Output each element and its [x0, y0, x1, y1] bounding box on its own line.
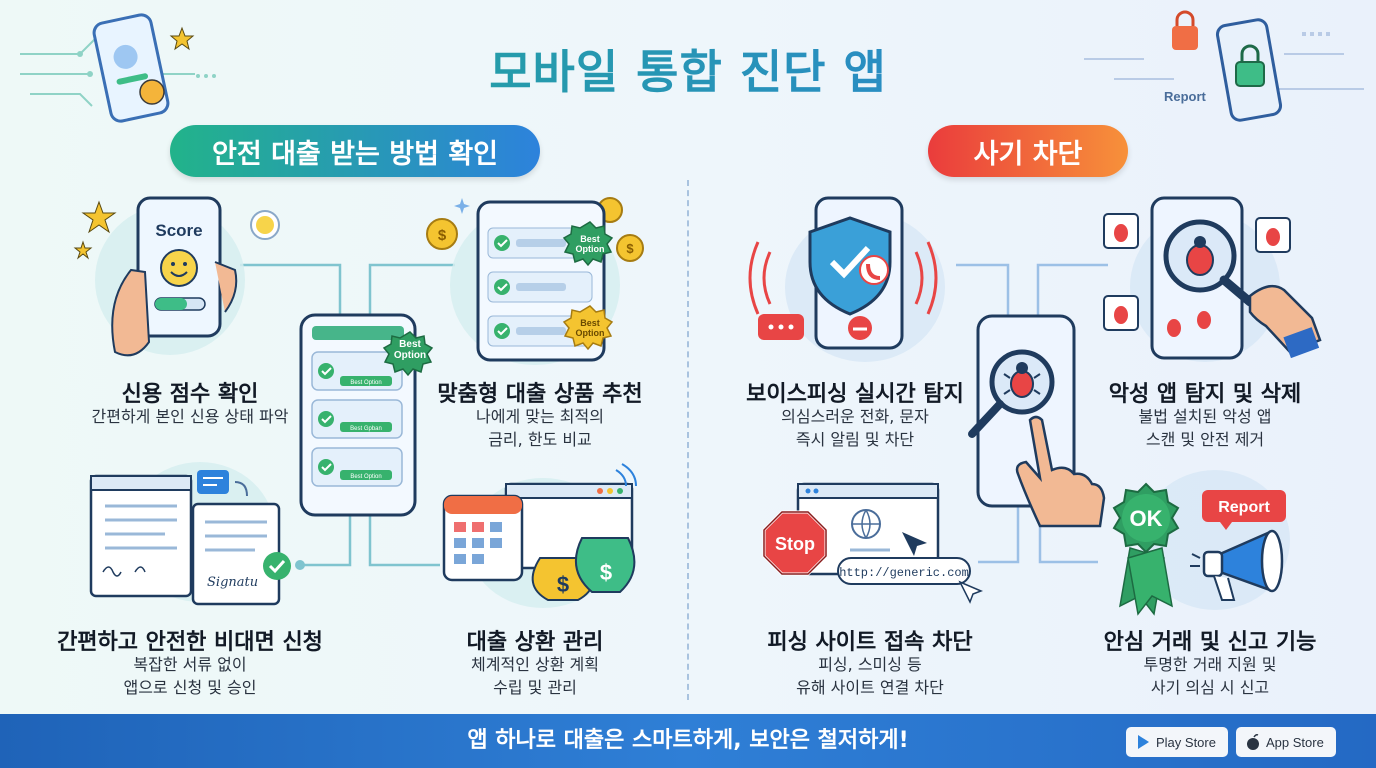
loan-recommend-illustration: $ $ — [426, 197, 644, 362]
feature-desc: 불법 설치된 악성 앱 — [1138, 407, 1272, 426]
url-text: http://generic.com — [839, 566, 969, 580]
feature-desc: 피싱, 스미싱 등 — [818, 655, 922, 674]
svg-text:$: $ — [557, 572, 569, 597]
score-label: Score — [155, 221, 202, 240]
bug-icon — [1003, 362, 1041, 398]
malware-scan-illustration — [1103, 196, 1322, 360]
feature-desc: 스캔 및 안전 제거 — [1145, 430, 1265, 449]
bug-icon — [1255, 217, 1291, 253]
check-icon — [263, 552, 291, 580]
left-connectors — [240, 263, 455, 570]
page-title: 모바일 통합 진단 앱 — [0, 36, 1376, 102]
best-option-badge-icon — [382, 331, 434, 377]
feature-desc: 체계적인 상환 계획 — [471, 655, 599, 674]
feature-desc: 투명한 거래 지원 및 — [1143, 655, 1277, 674]
play-store-label: Play Store — [1156, 734, 1216, 750]
best-option-item: Best Gpban — [350, 426, 382, 432]
feature-title: 보이스피싱 실시간 탐지 — [746, 382, 964, 407]
star-icon — [73, 240, 93, 260]
best-option-badge-label: Best Option — [575, 234, 605, 254]
hand-icon — [1015, 415, 1106, 528]
feature-title: 간편하고 안전한 비대면 신청 — [57, 630, 323, 655]
section-divider — [687, 180, 689, 700]
right-section-heading: 사기 차단 — [928, 125, 1128, 177]
feature-title: 신용 점수 확인 — [121, 382, 259, 407]
feature-desc: 나에게 맞는 최적의 — [476, 407, 604, 426]
feature-title: 안심 거래 및 신고 기능 — [1103, 630, 1317, 655]
best-option-badge-label: Best Option — [393, 339, 427, 361]
credit-score-illustration: Score — [73, 196, 280, 357]
feature-desc: 수립 및 관리 — [493, 678, 577, 697]
feature-desc: 의심스러운 전화, 문자 — [781, 407, 929, 426]
feature-desc: 사기 의심 시 신고 — [1150, 678, 1270, 697]
best-option-item: Best Option — [350, 474, 381, 480]
phone-icon — [859, 255, 889, 285]
report-small-label: Report — [1164, 89, 1206, 104]
best-option-badge-label: Best Option — [575, 318, 605, 338]
coin-icon — [616, 234, 644, 262]
ok-label: OK — [1130, 506, 1163, 531]
repayment-illustration: $ $ — [442, 463, 637, 601]
feature-desc: 금리, 한도 비교 — [488, 430, 592, 449]
app-store-button[interactable]: App Store — [1236, 727, 1336, 757]
smiley-icon — [160, 249, 198, 287]
safe-report-illustration: OK Report — [1112, 482, 1286, 616]
best-option-item: Best Option — [350, 380, 381, 386]
feature-desc: 복잡한 서류 없이 — [133, 655, 247, 674]
app-store-label: App Store — [1266, 734, 1324, 750]
coin-icon — [426, 218, 458, 250]
ok-badge-icon — [1112, 482, 1180, 616]
feature-desc: 앱으로 신청 및 승인 — [123, 678, 257, 697]
megaphone-icon — [1202, 529, 1284, 601]
check-list — [311, 351, 403, 487]
play-store-button[interactable]: Play Store — [1126, 727, 1228, 757]
feature-title: 맞춤형 대출 상품 추천 — [437, 382, 643, 407]
feature-title: 대출 상환 관리 — [466, 630, 604, 655]
lock-phone-icon — [1084, 10, 1364, 122]
signature-text: Signatu — [207, 575, 258, 590]
footer-tagline: 앱 하나로 대출은 스마트하게, 보안은 철저하게! — [467, 728, 909, 753]
voice-phishing-illustration — [748, 196, 938, 350]
play-store-icon — [1138, 735, 1149, 749]
profile-phone-icon — [20, 13, 216, 123]
feature-desc: 유해 사이트 연결 차단 — [796, 678, 944, 697]
feature-title: 악성 앱 탐지 및 삭제 — [1108, 382, 1302, 407]
apple-icon — [1247, 734, 1259, 750]
stop-label: Stop — [775, 534, 815, 554]
money-bag-icon: $ — [575, 537, 636, 593]
svg-text:$: $ — [438, 227, 447, 244]
feature-title: 피싱 사이트 접속 차단 — [767, 630, 973, 655]
left-section-heading: 안전 대출 받는 방법 확인 — [170, 125, 540, 177]
feature-desc: 간편하게 본인 신용 상태 파악 — [91, 407, 289, 426]
bug-icon — [1103, 295, 1139, 331]
svg-text:$: $ — [600, 560, 612, 585]
bug-icon — [1103, 213, 1139, 249]
cursor-icon — [902, 532, 927, 556]
report-label: Report — [1218, 499, 1270, 516]
bug-scan-phone — [968, 314, 1106, 528]
star-icon — [81, 200, 117, 234]
svg-text:$: $ — [626, 241, 634, 256]
feature-desc: 즉시 알림 및 차단 — [795, 430, 915, 449]
best-option-phone: Best Option Best Gpban Best Option — [299, 313, 434, 517]
phishing-site-illustration: Stop http://generic.com — [762, 482, 984, 604]
document-sign-illustration: Signatu — [89, 470, 291, 606]
